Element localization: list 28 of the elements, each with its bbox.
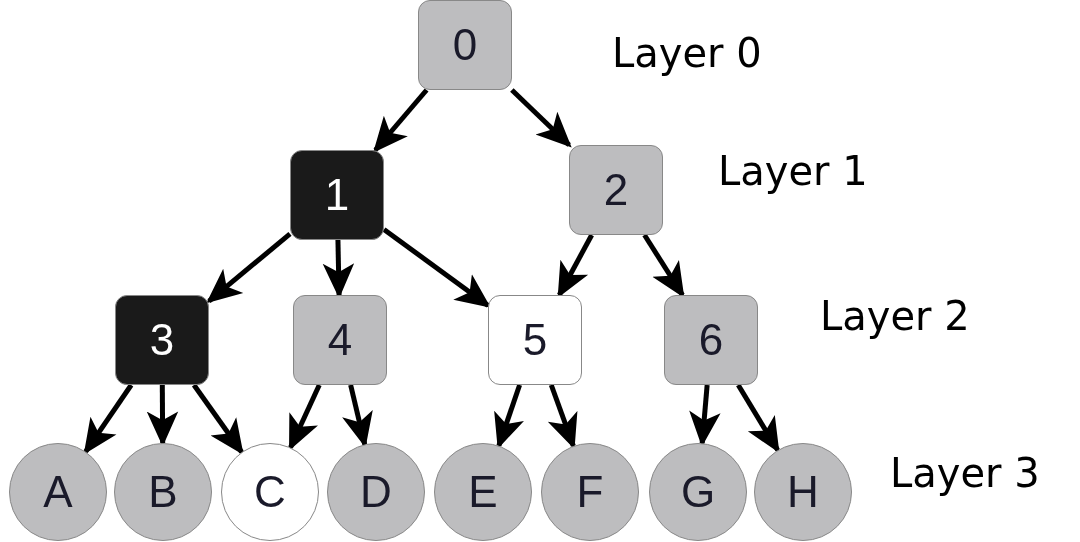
circle-node: A [9, 443, 107, 541]
square-node: 5 [488, 295, 582, 385]
arrow [191, 383, 244, 455]
arrow [206, 232, 292, 304]
circle-node: F [541, 443, 639, 541]
arrow [382, 227, 491, 308]
arrow [373, 88, 429, 153]
square-node: 1 [290, 150, 384, 240]
layer-label: Layer 1 [718, 148, 868, 194]
arrow [288, 383, 322, 451]
square-node: 0 [418, 0, 512, 90]
arrow [510, 88, 572, 148]
circle-node: D [327, 443, 425, 541]
square-node: 2 [569, 145, 663, 235]
square-node: 3 [115, 295, 209, 385]
circle-node: C [221, 443, 319, 541]
circle-node: G [649, 443, 747, 541]
layer-label: Layer 0 [612, 30, 762, 76]
arrow [736, 383, 780, 454]
circle-node: B [114, 443, 212, 541]
layer-label: Layer 3 [890, 450, 1040, 496]
layer-label: Layer 2 [820, 293, 970, 339]
arrow [83, 383, 134, 455]
arrow [494, 384, 524, 449]
circle-node: E [434, 443, 532, 541]
square-node: 6 [664, 295, 758, 385]
square-node: 4 [293, 295, 387, 385]
circle-node: H [754, 443, 852, 541]
